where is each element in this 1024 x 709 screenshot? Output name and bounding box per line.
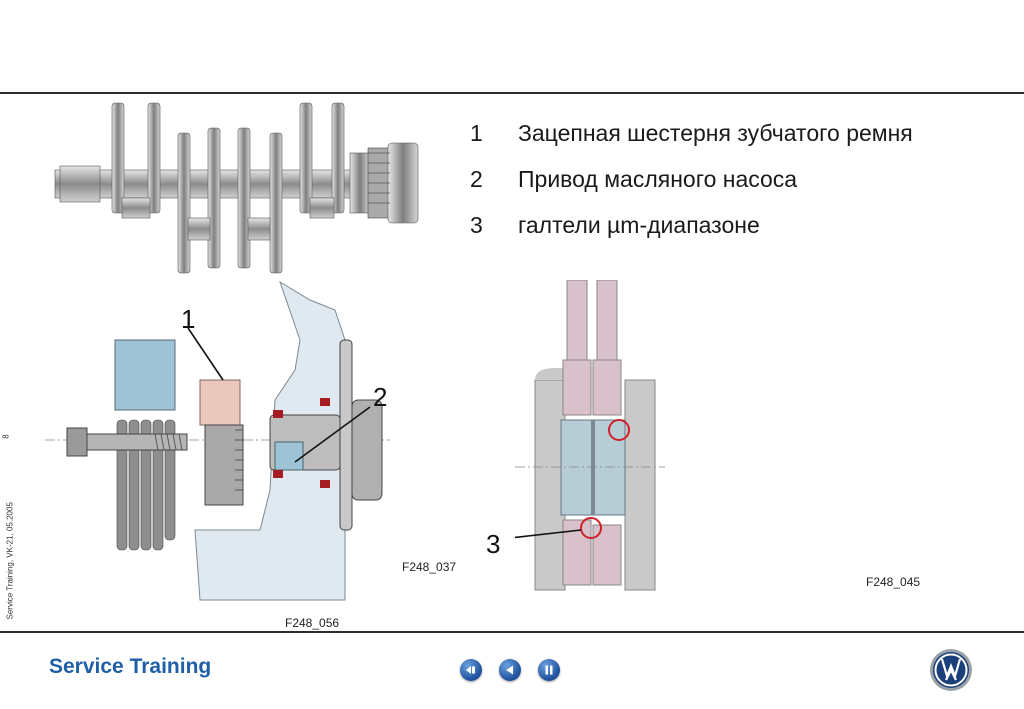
back-button[interactable] [499, 659, 521, 681]
legend-item: 1 Зацепная шестерня зубчатого ремня [470, 120, 913, 166]
home-button[interactable] [460, 659, 482, 681]
pause-icon [545, 665, 553, 675]
legend-item: 3 галтели µm-диапазоне [470, 212, 913, 258]
back-icon [506, 665, 513, 675]
legend-number: 3 [470, 212, 483, 238]
legend-text: галтели µm-диапазоне [518, 212, 760, 238]
pause-button[interactable] [538, 659, 560, 681]
figure-label: F248_037 [402, 560, 457, 574]
legend: 1 Зацепная шестерня зубчатого ремня 2 Пр… [470, 120, 913, 258]
legend-text: Зацепная шестерня зубчатого ремня [518, 120, 913, 146]
footer-rule [0, 631, 1024, 633]
legend-text: Привод масляного насоса [518, 166, 798, 192]
header-rule [0, 92, 1024, 94]
vw-logo-icon [930, 649, 972, 691]
oil-pump-drive-illustration [45, 280, 390, 601]
legend-number: 2 [470, 166, 483, 192]
home-icon [466, 666, 475, 674]
figure-label: F248_056 [285, 616, 340, 630]
callout-3: 3 [486, 529, 501, 559]
figure-label: F248_045 [866, 575, 921, 589]
page-number: 8 [1, 434, 11, 439]
brand-title: Service Training [49, 655, 212, 678]
callout-1: 1 [181, 304, 196, 334]
legend-item: 2 Привод масляного насоса [470, 166, 913, 212]
callout-2: 2 [373, 382, 388, 412]
side-caption: Service Training, VK-21, 05.2005 [5, 502, 15, 620]
crankshaft-illustration [54, 102, 419, 274]
fillet-detail-illustration [515, 280, 665, 591]
legend-number: 1 [470, 120, 483, 146]
